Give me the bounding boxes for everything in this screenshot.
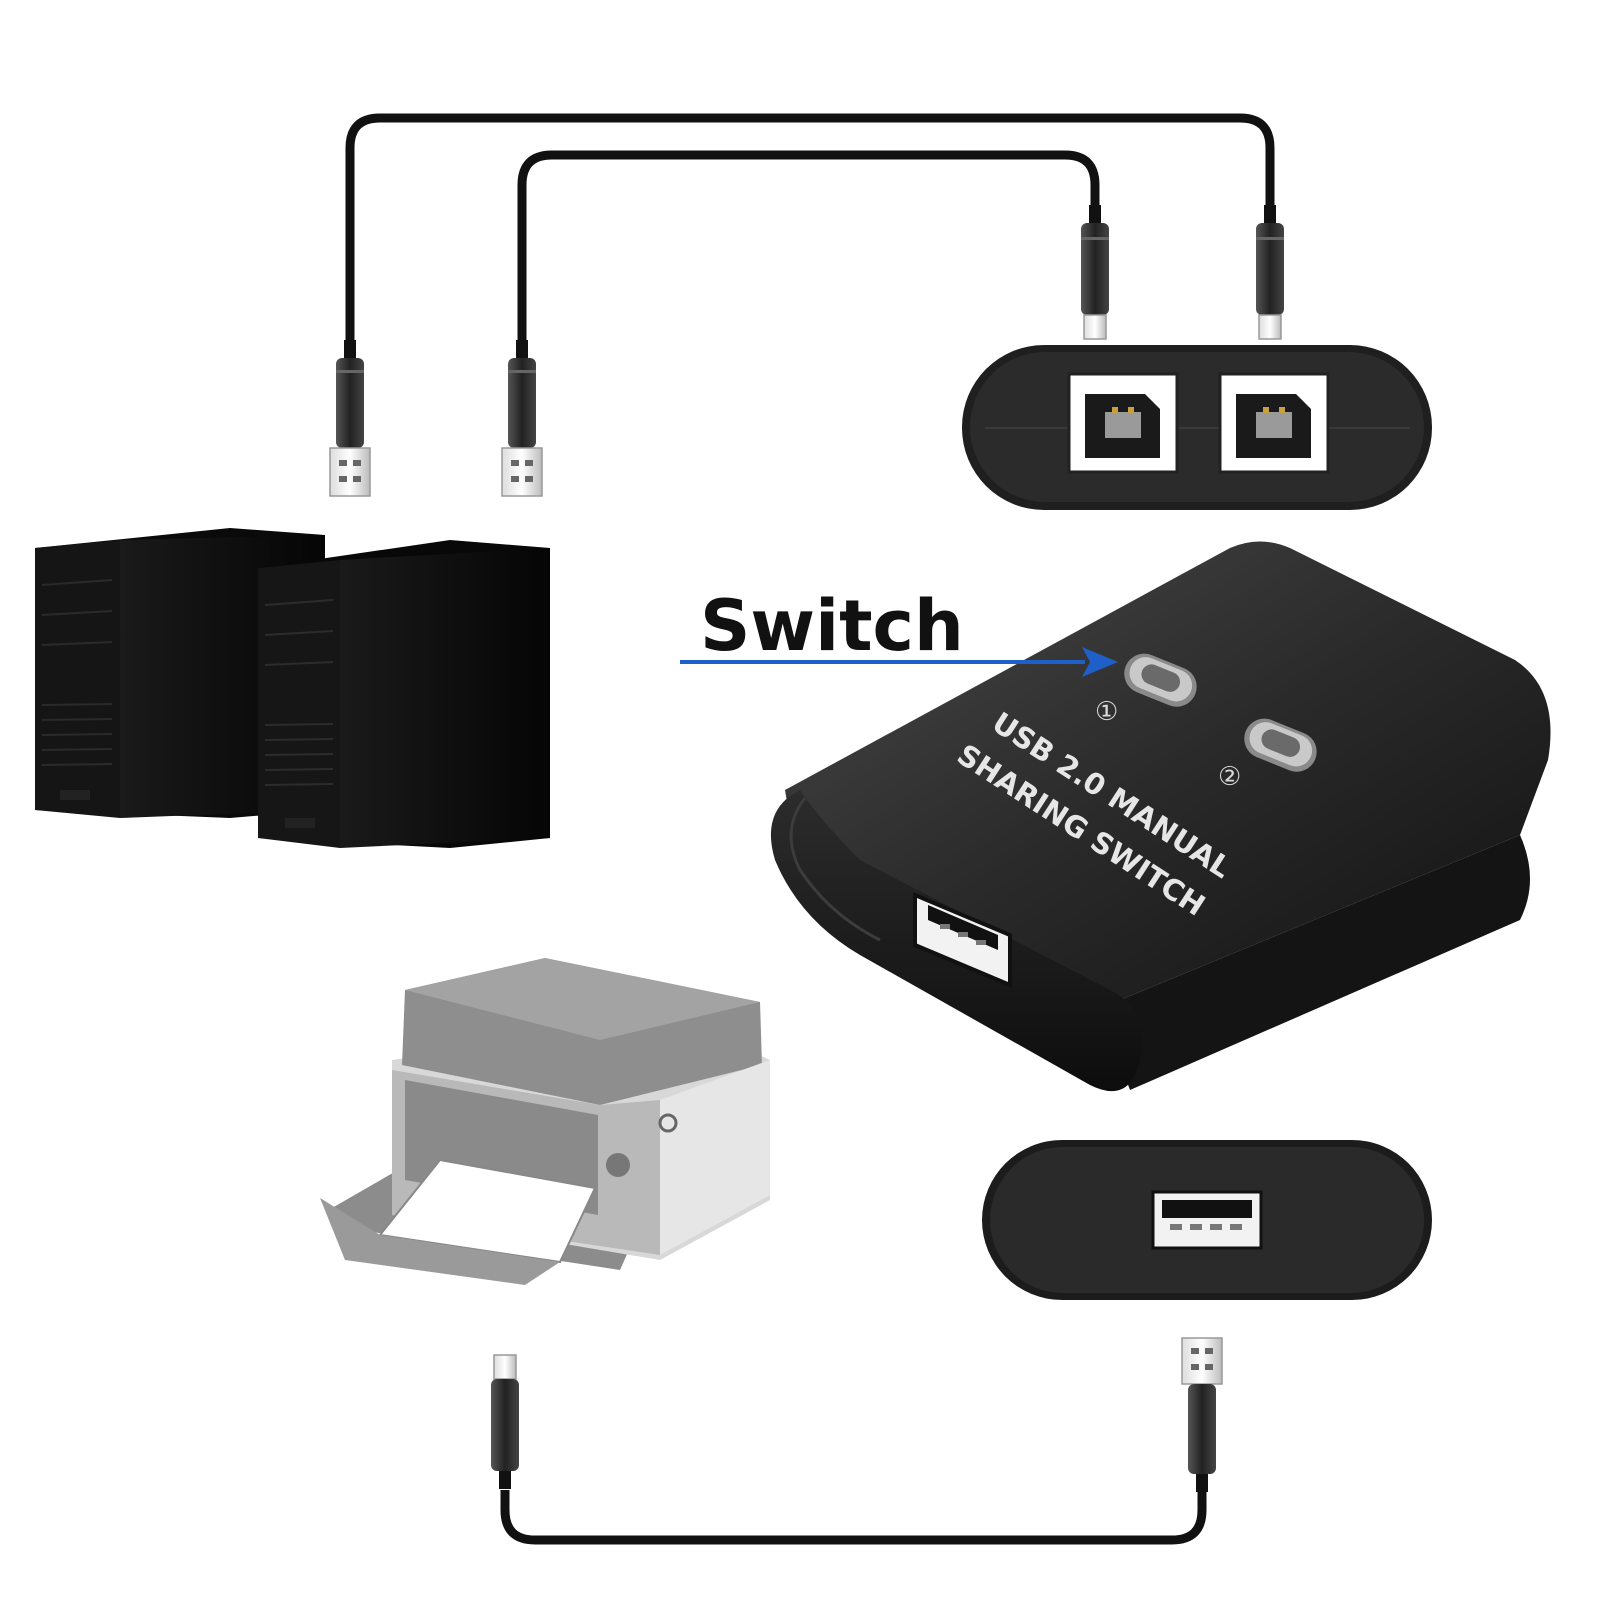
usb-a-port xyxy=(913,891,1012,989)
switch-back-panel xyxy=(962,345,1432,510)
usb-a-plug-icon xyxy=(329,339,371,497)
cable-bottom xyxy=(500,1490,1207,1545)
usb-b-plug-icon xyxy=(490,1354,520,1490)
usb-b-port-1 xyxy=(1067,372,1179,474)
button-1-marker: ① xyxy=(1095,697,1118,727)
computer-cables xyxy=(329,113,1285,497)
usb-a-plug-icon xyxy=(501,339,543,497)
usb-b-port-2 xyxy=(1218,372,1330,474)
printer-cable xyxy=(490,1337,1223,1545)
switch-button-2[interactable] xyxy=(1238,713,1323,778)
switch-front-panel xyxy=(982,1140,1432,1300)
usb-b-plug-icon xyxy=(1255,204,1285,340)
switch-callout: Switch xyxy=(680,585,1118,677)
power-button-icon xyxy=(606,1153,630,1177)
switch-button-1[interactable] xyxy=(1118,648,1203,713)
switch-callout-label: Switch xyxy=(700,585,964,667)
usb-a-port xyxy=(1151,1190,1263,1250)
arrow-head-icon xyxy=(1082,647,1118,677)
cable-inner xyxy=(517,150,1100,350)
usb-b-plug-icon xyxy=(1080,204,1110,340)
cable-outer xyxy=(345,113,1275,350)
usb-sharing-switch-device: ① ② USB 2.0 MANUAL SHARING SWITCH xyxy=(770,541,1551,1092)
usb-a-plug-icon xyxy=(1181,1337,1223,1493)
button-2-marker: ② xyxy=(1218,762,1241,792)
printer-icon xyxy=(320,958,770,1285)
computer-tower-icon xyxy=(258,540,550,848)
computer-tower-icon xyxy=(35,528,325,818)
